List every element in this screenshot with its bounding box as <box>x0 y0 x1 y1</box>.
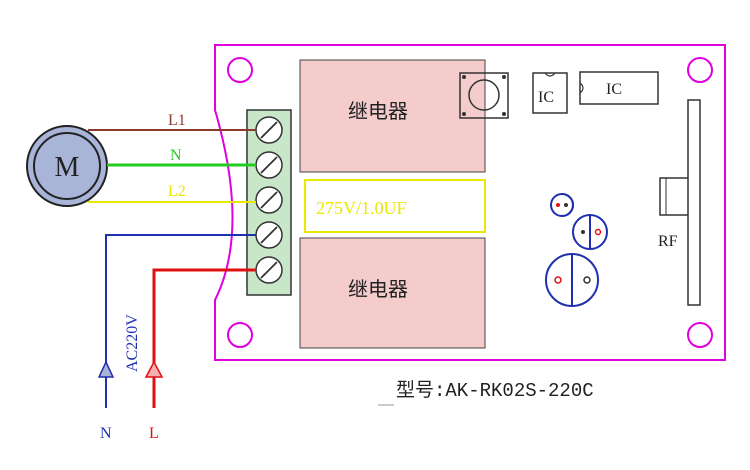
ic-small: IC <box>532 72 568 114</box>
wire-supply-l <box>152 268 256 408</box>
supply-n-label: N <box>100 425 112 442</box>
rf-label: RF <box>658 233 678 250</box>
large-capacitor <box>545 253 599 307</box>
relay-top <box>299 59 486 173</box>
supply-l-label: L <box>149 425 159 442</box>
wire-n-label: N <box>170 147 182 164</box>
motor-label: M <box>55 152 80 183</box>
arrow-supply-n <box>97 360 115 378</box>
mounting-hole-bottom-right <box>687 322 713 348</box>
terminal-screw-5 <box>255 256 283 284</box>
ic-large: IC <box>579 71 659 105</box>
relay-bottom <box>299 237 486 349</box>
wire-supply-n <box>105 234 256 408</box>
mounting-holes <box>227 57 713 348</box>
terminal-screw-1 <box>255 116 283 144</box>
terminal-screw-2 <box>255 151 283 179</box>
model-label: 型号:AK-RK02S-220C <box>396 379 594 402</box>
supply-voltage-label: AC220V <box>124 314 141 372</box>
mounting-hole-bottom-left <box>227 322 253 348</box>
mounting-hole-top-right <box>687 57 713 83</box>
relay-bottom-label: 继电器 <box>348 277 408 301</box>
arrow-supply-l <box>144 360 164 378</box>
terminal-screw-3 <box>255 186 283 214</box>
motor: M <box>26 125 108 207</box>
mounting-hole-top-left <box>227 57 253 83</box>
wire-l2-label: L2 <box>168 183 186 200</box>
ic-large-label: IC <box>606 81 622 98</box>
rf-module: RF <box>658 99 701 306</box>
ic-small-label: IC <box>538 89 554 106</box>
small-capacitor-1 <box>550 193 574 217</box>
push-button <box>459 72 509 119</box>
capacitor <box>304 179 486 233</box>
small-capacitor-2 <box>572 214 608 250</box>
wire-l1-label: L1 <box>168 112 186 129</box>
terminal-screw-4 <box>255 221 283 249</box>
capacitor-label: 275V/1.0UF <box>316 198 407 218</box>
relay-top-label: 继电器 <box>348 99 408 123</box>
